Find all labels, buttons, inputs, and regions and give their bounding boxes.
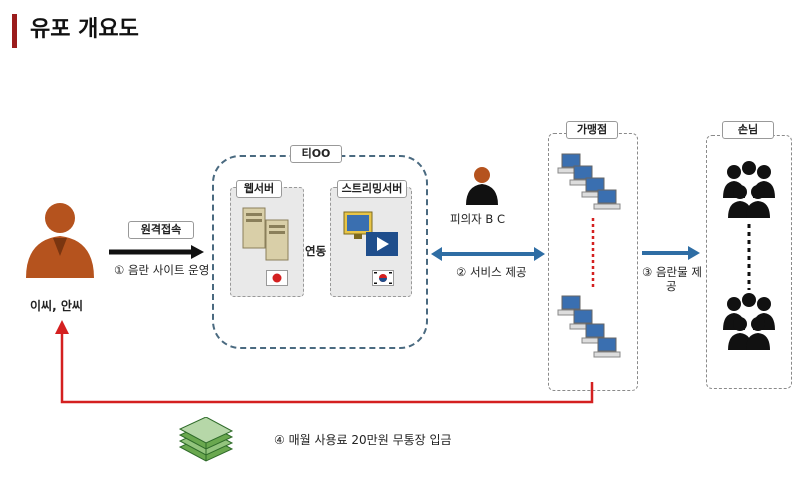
money-icon <box>178 417 234 462</box>
step3-caption-line1: ③ 음란물 제 <box>642 265 702 279</box>
suspect-label: 피의자 B C <box>450 212 505 226</box>
page-title: 유포 개요도 <box>30 17 139 42</box>
computer-icon <box>569 309 597 330</box>
streaming-server-label: 스트리밍서버 <box>337 180 407 198</box>
operators-label: 이씨, 안씨 <box>30 299 83 313</box>
title-accent-bar <box>12 14 17 48</box>
step2-caption: ② 서비스 제공 <box>456 265 527 279</box>
customers-label: 손님 <box>722 121 774 139</box>
step4-caption: ④ 매월 사용료 20만원 무통장 입금 <box>274 433 452 447</box>
computer-network <box>557 153 621 358</box>
streaming-icon <box>343 211 398 256</box>
remote-access-label: 원격접속 <box>128 221 194 239</box>
japan-flag-icon <box>266 270 288 286</box>
crowd-icon <box>723 293 775 350</box>
crowd-icon <box>723 161 775 218</box>
service-arrow <box>431 247 545 261</box>
computer-icon <box>593 189 621 210</box>
server-group-label: 티OO <box>290 145 342 163</box>
distribution-arrow <box>642 246 700 260</box>
step3-caption-line2: 공 <box>666 279 677 293</box>
person-icon <box>26 203 94 278</box>
payment-return-line <box>55 320 594 404</box>
suspect-icon <box>466 167 498 205</box>
affiliates-label: 가맹점 <box>566 121 618 139</box>
link-label: 연동 <box>305 243 327 259</box>
remote-access-arrow <box>109 245 204 259</box>
korea-flag-icon <box>372 270 394 286</box>
customers-connector <box>747 224 751 290</box>
computer-icon <box>581 177 609 198</box>
server-icon <box>242 207 289 261</box>
computer-icon <box>569 165 597 186</box>
computer-icon <box>593 337 621 358</box>
web-server-label: 웹서버 <box>236 180 282 198</box>
step1-caption: ① 음란 사이트 운영 <box>114 263 210 277</box>
